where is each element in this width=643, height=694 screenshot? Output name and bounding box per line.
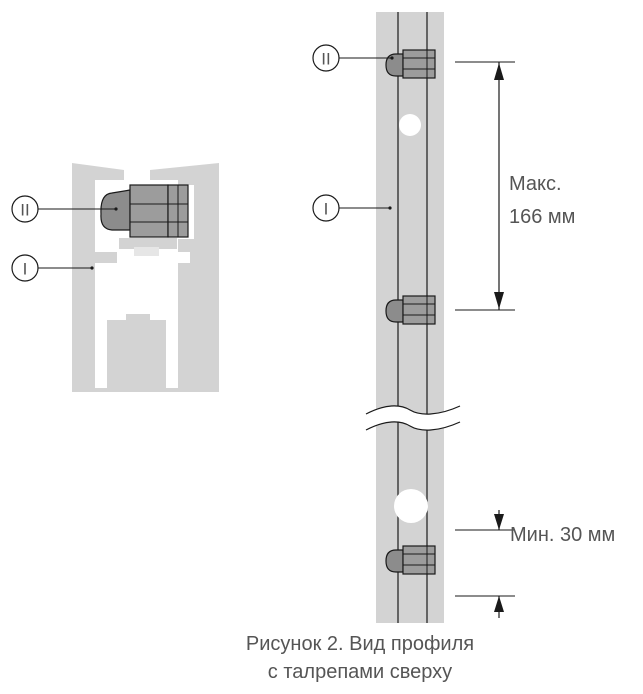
figure-caption: Рисунок 2. Вид профиля с талрепами сверх… [200, 630, 520, 686]
profile-break-gap [366, 405, 460, 431]
caption-line-1: Рисунок 2. Вид профиля [245, 633, 475, 655]
cross-section-inner-slot-light [134, 247, 159, 256]
caption-line-2: с талрепами сверху [267, 661, 453, 683]
callout-ii-left-label: II [20, 201, 29, 220]
callout-ii-right: II [312, 44, 394, 72]
callout-i-right-label: I [324, 200, 329, 219]
callout-i-left-label: I [23, 260, 28, 279]
max-dimension: Макс. 166 мм [455, 61, 575, 311]
min-dimension: Мин. 30 мм [455, 510, 615, 618]
profile-hole-top [399, 114, 421, 136]
callout-ii-left: II [11, 195, 118, 223]
profile-top-view: II I Макс. 166 мм [312, 12, 615, 623]
callout-ii-right-label: II [321, 50, 330, 69]
clip-cross-section [100, 184, 189, 238]
callout-i-left: I [11, 254, 94, 282]
profile-hole-bottom [394, 489, 428, 523]
callout-i-right: I [312, 194, 392, 222]
min-dimension-label: Мин. 30 мм [510, 524, 615, 546]
max-dimension-label-line2: 166 мм [509, 206, 575, 228]
max-dimension-label-line1: Макс. [509, 173, 562, 195]
clip-bottom [385, 545, 436, 575]
clip-middle [385, 295, 436, 325]
profile-cross-section: II I [11, 163, 219, 392]
clip-top [385, 49, 436, 79]
cross-section-inner-slot [119, 238, 177, 249]
